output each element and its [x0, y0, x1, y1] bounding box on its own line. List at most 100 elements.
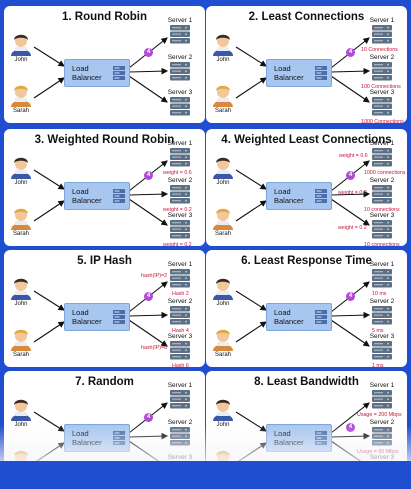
server-label: Server 2: [369, 298, 395, 305]
arrow-lb-to-server-3: [128, 198, 168, 226]
server-label: Server 1: [369, 140, 395, 147]
server-icon: [371, 306, 393, 325]
server-rack-icon: [315, 66, 327, 80]
server-icon: [169, 306, 191, 325]
server-metric: 1000 Connections: [361, 119, 404, 123]
server-metric: 5 ms: [372, 328, 384, 334]
user-avatar-icon: [210, 208, 236, 234]
server-3: Server 3: [357, 333, 407, 363]
lb-label-line-1: Load: [274, 187, 291, 196]
server-label: Server 3: [369, 333, 395, 340]
server-label: Server 1: [167, 382, 193, 389]
arrow-lb-to-server-3: [128, 75, 168, 103]
lb-label-line-1: Load: [274, 64, 291, 73]
server-1: Server 1: [357, 261, 407, 291]
step-badge: 4: [144, 292, 153, 301]
server-label: Server 1: [369, 261, 395, 268]
server-1: Server 1: [357, 17, 407, 47]
server-1: Server 1: [155, 261, 205, 291]
lb-label-line-2: Balancer: [274, 196, 304, 205]
server-weight: weight = 0.6: [339, 153, 368, 159]
arrow-sarah-to-lb: [33, 77, 65, 99]
arrow-lb-to-server-3: [330, 198, 370, 226]
arrow-sarah-to-lb: [33, 321, 65, 343]
user-sarah: Sarah: [210, 206, 236, 237]
server-connections: 10 connections: [364, 207, 400, 213]
server-3: Server 3: [357, 89, 407, 119]
server-icon: [169, 185, 191, 204]
server-2: Server 2: [155, 298, 205, 328]
step-badge: 4: [346, 171, 355, 180]
user-avatar-icon: [8, 34, 34, 60]
connector-arrows: [235, 281, 371, 347]
user-sarah: Sarah: [210, 327, 236, 358]
server-icon: [371, 220, 393, 239]
arrow-lb-to-server-2: [128, 311, 169, 319]
arrow-lb-to-server-2: [128, 190, 169, 198]
panel-title: 8. Least Bandwidth: [254, 376, 359, 388]
user-name: Sarah: [214, 231, 231, 237]
server-weight: weight = 0.2: [338, 190, 367, 196]
step-badge: 4: [346, 292, 355, 301]
arrow-sarah-to-lb: [235, 77, 267, 99]
server-icon: [169, 341, 191, 360]
arrow-lb-to-server-3: [128, 319, 168, 347]
server-rack-icon: [113, 310, 125, 324]
server-icon: [371, 185, 393, 204]
server-label: Server 2: [167, 177, 193, 184]
server-3: Server 3: [155, 333, 205, 363]
server-metric: 100 Connections: [361, 84, 401, 90]
server-hash: Hash 6: [172, 363, 189, 367]
user-name: John: [14, 180, 28, 186]
server-1: Server 1: [357, 140, 407, 170]
step-badge: 4: [144, 48, 153, 57]
server-label: Server 3: [167, 89, 193, 96]
user-sarah: Sarah: [8, 83, 34, 114]
user-avatar-icon: [210, 85, 236, 111]
user-name: John: [216, 180, 230, 186]
arrow-lb-to-server-3: [330, 75, 370, 103]
server-hash: Hash 2: [172, 291, 189, 297]
server-icon: [169, 269, 191, 288]
server-icon: [169, 220, 191, 239]
user-john: John: [210, 276, 236, 307]
arrow-john-to-lb: [33, 290, 65, 311]
lb-label-line-2: Balancer: [274, 73, 304, 82]
server-hash-input: hash(IP)=6: [141, 345, 168, 351]
panel-title: 2. Least Connections: [248, 11, 365, 23]
server-label: Server 1: [167, 261, 193, 268]
lb-label-line-1: Load: [72, 187, 89, 196]
server-metric: 1 ms: [372, 363, 384, 367]
bottom-band: [0, 461, 411, 489]
server-label: Server 2: [369, 54, 395, 61]
lb-label-line-2: Balancer: [72, 73, 102, 82]
server-hash: Hash 4: [172, 328, 189, 334]
arrow-lb-to-server-2: [330, 67, 371, 75]
server-weight: weight = 0.2: [338, 225, 367, 231]
server-label: Server 2: [369, 419, 395, 426]
server-icon: [371, 25, 393, 44]
panel-title: 3. Weighted Round Robin: [34, 134, 175, 146]
arrow-lb-to-server-2: [330, 311, 371, 319]
server-icon: [371, 341, 393, 360]
server-label: Server 2: [369, 177, 395, 184]
user-avatar-icon: [210, 157, 236, 183]
server-2: Server 2: [357, 54, 407, 84]
server-rack-icon: [113, 66, 125, 80]
server-hash-input: hash(IP)=2: [141, 273, 168, 279]
user-name: John: [14, 57, 28, 63]
user-avatar-icon: [8, 399, 34, 425]
server-2: Server 2: [357, 177, 407, 207]
server-label: Server 2: [167, 298, 193, 305]
server-metric: Usage = 200 Mbps: [357, 412, 402, 418]
server-weight: weight = 0.6: [163, 170, 192, 176]
step-badge: 4: [346, 48, 355, 57]
user-name: Sarah: [12, 108, 29, 114]
panel-title: 7. Random: [75, 376, 134, 388]
